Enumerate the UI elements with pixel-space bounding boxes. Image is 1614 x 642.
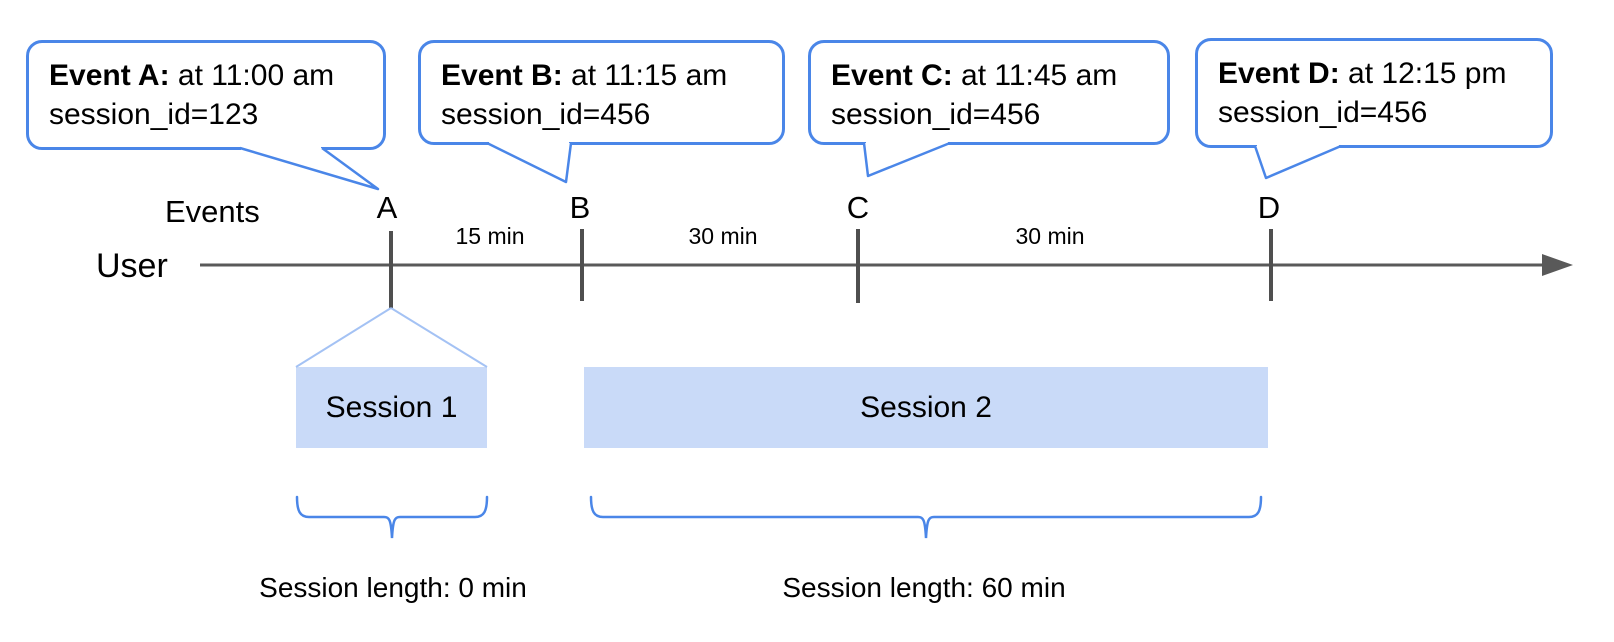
session-2-label: Session 2 — [860, 390, 992, 424]
callout-time: at 11:00 am — [177, 59, 335, 92]
callout-session-id: session_id=456 — [831, 98, 1041, 131]
session-1-funnel-lines — [295, 307, 488, 368]
timeline-arrowhead-icon — [1542, 254, 1573, 276]
callout-line-1: Event D: at 12:15 pm — [1218, 54, 1530, 93]
tick-event-c — [856, 229, 860, 303]
callout-session-id: session_id=123 — [49, 98, 259, 131]
callout-tail-c — [862, 140, 951, 178]
interval-b-c-label: 30 min — [688, 223, 758, 249]
event-letter-d: D — [1257, 190, 1281, 225]
callout-session-id: session_id=456 — [441, 98, 651, 131]
interval-c-d-label: 30 min — [1015, 223, 1085, 249]
callout-tail-a — [239, 145, 380, 191]
callout-event-d: Event D: at 12:15 pm session_id=456 — [1195, 38, 1553, 148]
callout-event-b: Event B: at 11:15 am session_id=456 — [418, 40, 785, 145]
callout-line-1: Event A: at 11:00 am — [49, 56, 363, 95]
session-1-label: Session 1 — [325, 390, 458, 424]
callout-title: Event A: — [49, 59, 170, 92]
interval-a-b-label: 15 min — [455, 223, 525, 249]
callout-line-1: Event C: at 11:45 am — [831, 56, 1147, 95]
events-axis-label: Events — [165, 194, 260, 229]
callout-session-id: session_id=456 — [1218, 96, 1428, 129]
callout-time: at 11:15 am — [571, 59, 728, 92]
callout-title: Event C: — [831, 59, 953, 92]
event-letter-c: C — [846, 190, 870, 225]
tick-event-d — [1269, 229, 1273, 301]
callout-time: at 11:45 am — [961, 59, 1118, 92]
callout-title: Event B: — [441, 59, 563, 92]
callout-tail-b — [486, 140, 573, 184]
callout-title: Event D: — [1218, 57, 1340, 90]
session-2-length-label: Session length: 60 min — [782, 572, 1066, 603]
session-1-box: Session 1 — [296, 367, 487, 448]
callout-time: at 12:15 pm — [1348, 57, 1507, 90]
callout-line-1: Event B: at 11:15 am — [441, 56, 762, 95]
session-1-brace — [295, 495, 489, 539]
event-letter-b: B — [569, 190, 591, 225]
callout-event-c: Event C: at 11:45 am session_id=456 — [808, 40, 1170, 145]
user-axis-label: User — [96, 247, 168, 285]
tick-event-b — [580, 229, 584, 301]
session-2-box: Session 2 — [584, 367, 1268, 448]
session-1-length-label: Session length: 0 min — [259, 572, 527, 603]
tick-event-a — [389, 231, 393, 308]
callout-tail-d — [1253, 143, 1342, 180]
event-letter-a: A — [376, 190, 398, 225]
session-2-brace — [589, 495, 1263, 539]
callout-event-a: Event A: at 11:00 am session_id=123 — [26, 40, 386, 150]
